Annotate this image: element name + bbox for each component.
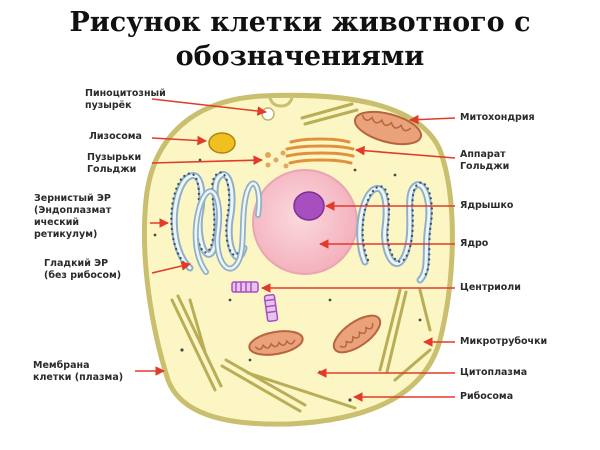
lysosome: [208, 132, 236, 154]
label-nucleolus: Ядрышко: [460, 200, 514, 211]
smooth-er: [192, 180, 263, 275]
label-mitochondria: Митохондрия: [460, 112, 535, 123]
title-line-1: Рисунок клетки животного с: [69, 7, 531, 38]
label-cytoplasm: Цитоплазма: [460, 367, 528, 378]
label-smooth-er: Гладкий ЭР (без рибосом): [44, 258, 122, 281]
label-golgi-vesicles: Пузырьки Гольджи: [87, 152, 142, 175]
microtubules: [170, 102, 432, 413]
label-ribosome: Рибосома: [460, 391, 514, 402]
label-membrane: Мембрана клетки (плазма): [33, 360, 124, 383]
label-pinocytotic-vesicle: Пиноцитозный пузырёк: [85, 88, 166, 111]
golgi-apparatus: [285, 137, 355, 165]
page-title: Рисунок клетки животного с обозначениями: [0, 6, 600, 74]
label-golgi-apparatus: Аппарат Гольджи: [460, 149, 510, 172]
right-arrows: [261, 114, 456, 402]
mitochondrion-left: [248, 330, 304, 356]
label-nucleus: Ядро: [460, 238, 489, 249]
mitochondrion-top: [353, 110, 423, 146]
label-rough-er: Зернистый ЭР (Эндоплазмат ический ретику…: [34, 193, 112, 240]
nucleus: [252, 169, 358, 275]
golgi-vesicles: [265, 150, 289, 169]
rough-er-right: [356, 181, 433, 284]
label-centrioles: Центриоли: [460, 282, 521, 293]
rough-er-left: [170, 171, 248, 272]
label-lysosome: Лизосома: [89, 131, 142, 142]
left-arrows: [135, 98, 267, 376]
label-microtubules: Микротрубочки: [460, 336, 548, 347]
nucleolus: [293, 191, 325, 221]
centrioles: [231, 281, 279, 323]
mitochondrion-right: [332, 314, 382, 354]
title-line-2: обозначениями: [175, 41, 425, 72]
